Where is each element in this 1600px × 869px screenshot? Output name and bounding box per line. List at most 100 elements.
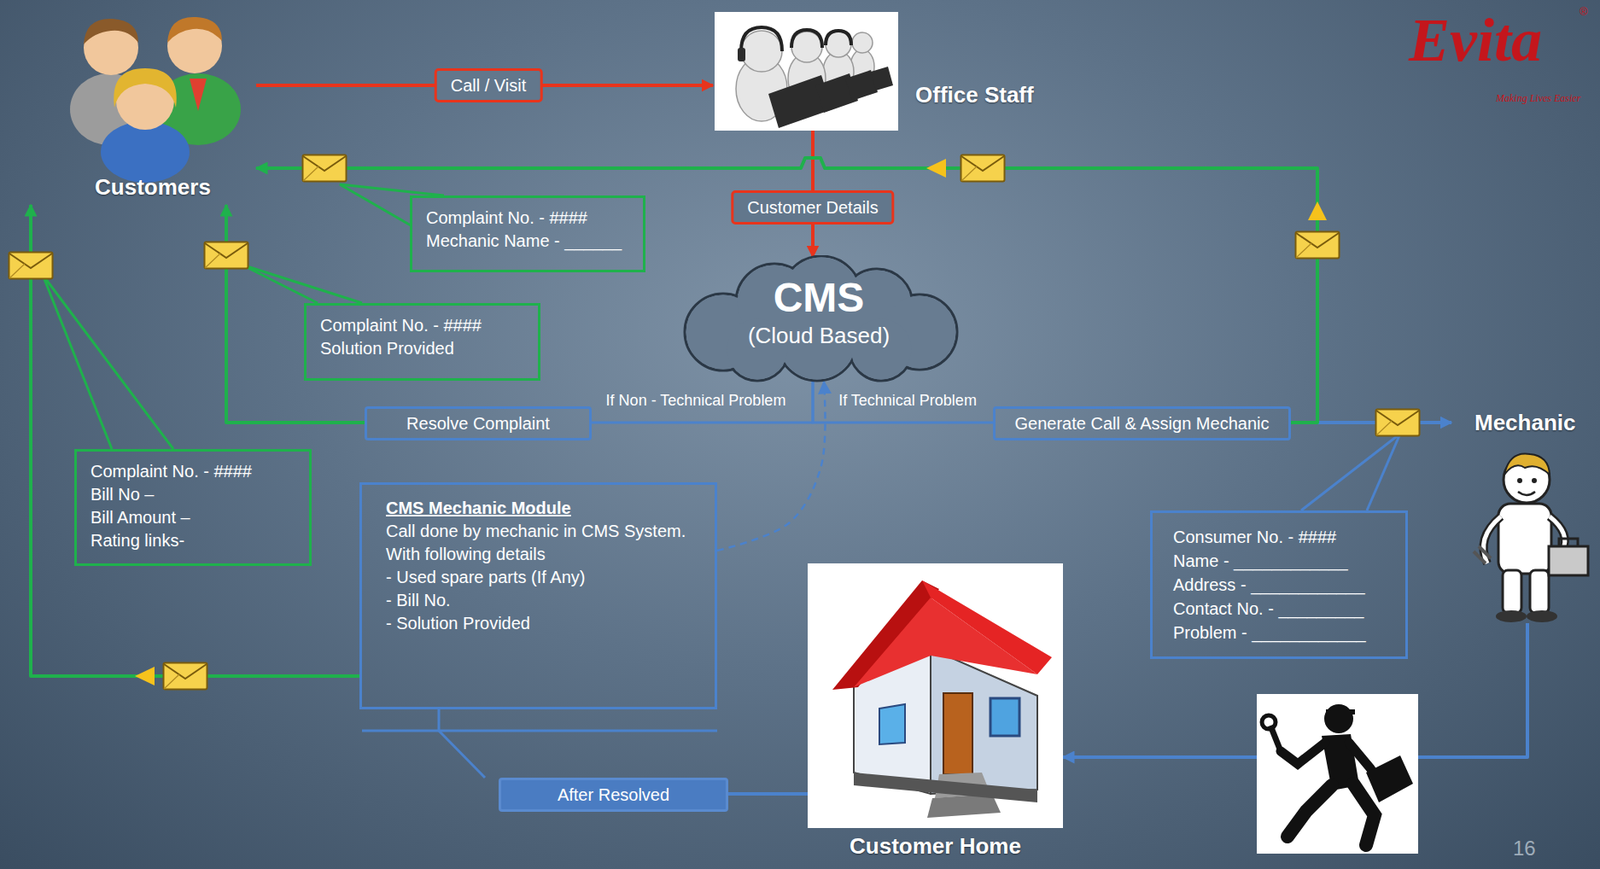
edge-label: Customer Details: [730, 190, 894, 225]
office-staff-icon-part: [714, 11, 899, 131]
office-staff-icon-part-part: [791, 29, 823, 48]
edge-label: If Technical Problem: [838, 391, 977, 410]
envelope-icons-part: [1376, 409, 1420, 437]
node-body-text: With following details: [385, 543, 691, 567]
node-text: Office Staff: [915, 81, 1034, 109]
house-icon-part: [990, 698, 1020, 736]
process-box: Generate Call & Assign Mechanic: [992, 406, 1291, 441]
customers-icon-part: [83, 18, 139, 45]
node-body-text: - Bill No.: [385, 589, 691, 613]
node-text: Resolve Complaint: [379, 413, 578, 434]
direction-triangles-part: [134, 666, 155, 686]
mechanic-icon-part: [1548, 546, 1589, 576]
process-box: Resolve Complaint: [364, 406, 592, 441]
logo-text: Evita: [1408, 3, 1542, 77]
house-icon: [807, 563, 1063, 829]
connector: [438, 709, 485, 778]
office-staff-icon-part-part: [825, 31, 852, 58]
node-text: Complaint No. - ####: [320, 314, 525, 338]
node-text: Generate Call & Assign Mechanic: [1007, 413, 1277, 434]
actor-icon: Customers: [17, 5, 257, 205]
office-staff-icon: [714, 11, 899, 131]
mechanic-icon-part: [1495, 610, 1527, 623]
direction-triangles-part: [1308, 201, 1327, 221]
running-mechanic-icon-part: [1256, 694, 1419, 854]
node-body-text: Contact No. - _________: [1173, 596, 1385, 621]
node-body-text: Solution Provided: [320, 337, 525, 361]
connector: [256, 157, 1318, 423]
node-body-text: Address - ____________: [1173, 572, 1385, 597]
node-text: Complaint No. - ####: [426, 206, 630, 230]
node-body-text: Name - ____________: [1173, 548, 1385, 573]
connector: [591, 381, 813, 423]
node-body-text: Rating links-: [90, 529, 296, 553]
callout-box: Complaint No. - ####Mechanic Name - ____…: [409, 195, 646, 273]
running-mechanic-icon: [1256, 694, 1419, 854]
node-body-text: Problem - ____________: [1173, 620, 1385, 645]
node-body-text: - Solution Provided: [385, 612, 691, 636]
callout-box: Consumer No. - ####Name - ____________Ad…: [1150, 510, 1408, 660]
mechanic-icon-part: [1518, 491, 1536, 496]
actor-icon: Office Staff: [714, 11, 1059, 131]
mechanic-icon-part: [1531, 478, 1537, 484]
mechanic-icon-part: [1529, 570, 1549, 614]
page-number: 16: [1512, 836, 1536, 861]
envelope-icons-part: [163, 663, 208, 690]
direction-triangles-part: [926, 158, 946, 178]
node-text: Consumer No. - ####: [1173, 525, 1385, 549]
node-text: After Resolved: [513, 784, 714, 806]
house-icon-part: [853, 772, 1038, 803]
node-text: Customers: [71, 174, 234, 201]
office-staff-icon-part: [737, 47, 894, 129]
mechanic-icon-part: [1517, 478, 1523, 484]
running-mechanic-icon-part: [1366, 755, 1414, 803]
customers-icon-part: [189, 78, 207, 111]
envelope-icons-part: [961, 155, 1005, 182]
mechanic-icon-part: [1473, 546, 1491, 564]
connector: [226, 204, 365, 423]
node-text: CMS: [663, 255, 975, 322]
mechanic-icon: [1473, 454, 1589, 624]
mechanic-icon-part: [1502, 570, 1522, 614]
office-staff-icon-part-part: [852, 32, 873, 53]
mechanic-icon-part: [1483, 516, 1501, 564]
node-body-text: Bill Amount –: [90, 506, 296, 530]
envelope-icons-part: [303, 155, 347, 182]
cloud-node: CMS(Cloud Based): [663, 255, 975, 383]
connector: [30, 204, 360, 677]
customers-icon-part: [167, 17, 222, 43]
callout-pointers-part: [42, 274, 174, 450]
node-body-text: Bill No –: [90, 483, 296, 507]
envelope-icons-part: [1296, 232, 1340, 259]
running-mechanic-icon-part: [1324, 704, 1354, 734]
underline-leader: [362, 729, 718, 733]
direction-triangles: [134, 158, 1327, 686]
node-text: Complaint No. - ####: [90, 460, 296, 484]
house-icon-part: [943, 693, 973, 775]
mechanic-icon-part: [1483, 516, 1501, 564]
callout-pointer: [1301, 433, 1401, 511]
location-icon: Customer Home: [807, 563, 1063, 863]
mechanic-icon-part: [1559, 538, 1578, 547]
house-icon-part: [879, 704, 906, 745]
customers-icon-part: [100, 121, 190, 183]
callout-box: Complaint No. - ####Bill No –Bill Amount…: [74, 449, 312, 567]
edge-label: If Non - Technical Problem: [606, 391, 787, 410]
callout-pointers-part: [241, 264, 363, 304]
running-mechanic-icon-part: [1280, 742, 1379, 782]
connector: [728, 792, 808, 796]
node-body-text: - Used spare parts (If Any): [385, 566, 691, 590]
edge-label: Call / Visit: [434, 68, 544, 103]
envelope-icons: [9, 155, 1420, 690]
logo-text: ®: [1579, 5, 1589, 18]
house-icon-part: [807, 563, 1063, 829]
connector: [812, 381, 993, 423]
running-mechanic-icon-part: [1325, 709, 1355, 715]
running-mechanic-icon-part: [1261, 715, 1276, 730]
node-text: Mechanic: [1474, 409, 1577, 437]
customers-icon: [70, 17, 241, 183]
house-icon-part: [853, 597, 1038, 688]
office-staff-icon-part-part: [870, 66, 894, 91]
